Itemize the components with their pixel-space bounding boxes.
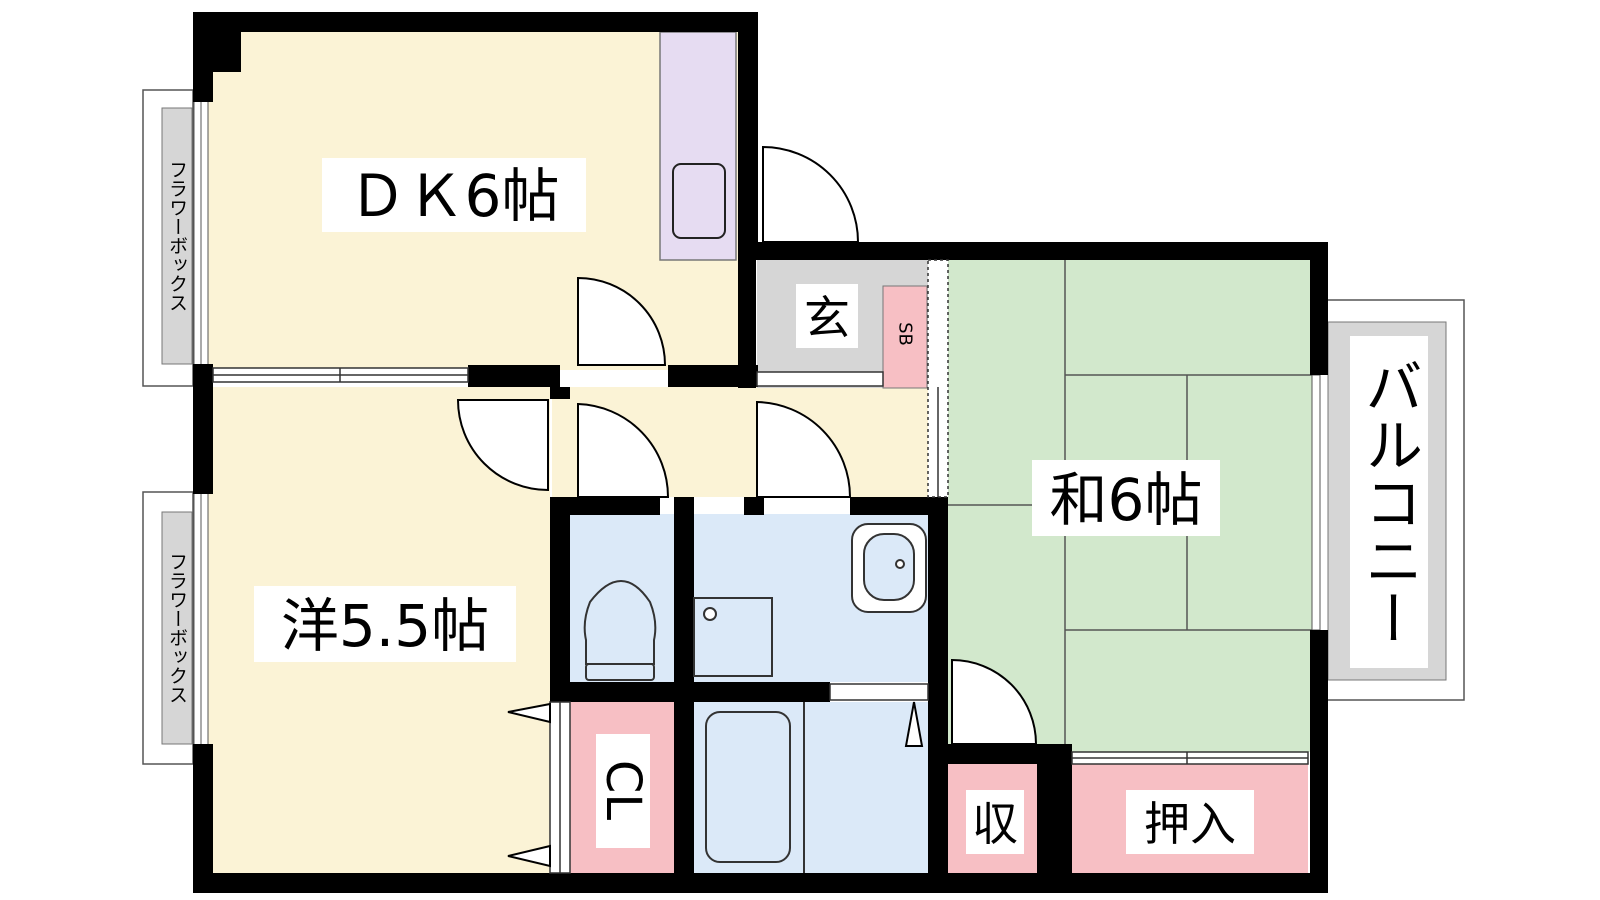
western-label: 洋5.5帖 (281, 592, 489, 660)
flower-box-bottom (142, 491, 209, 765)
walls (193, 12, 1328, 893)
flower-box-top-label: フラワーボックス (166, 160, 188, 312)
door-western (456, 399, 549, 492)
balcony (1311, 299, 1465, 701)
door-toilet (577, 402, 670, 498)
storage-label: 収 (972, 797, 1018, 851)
door-washroom (756, 400, 852, 498)
japanese-label: 和6帖 (1050, 466, 1203, 534)
door-closet-top (507, 702, 551, 724)
door-bath (904, 701, 924, 747)
door-closet-bottom (507, 844, 551, 868)
balcony-label: バルコニー (1355, 357, 1423, 647)
doors (456, 145, 1038, 868)
flower-box-bottom-label: フラワーボックス (166, 552, 188, 704)
oshiire-label: 押入 (1144, 797, 1236, 851)
sink (672, 163, 726, 239)
closet-label: CL (595, 760, 651, 821)
toilet (583, 580, 657, 665)
fixtures (583, 523, 927, 873)
dk-label: ＤＫ6帖 (349, 162, 560, 230)
shoe-box (882, 285, 928, 389)
door-storage (951, 658, 1038, 745)
shoe-box-label: SB (895, 322, 916, 346)
door-front (762, 145, 860, 243)
bathtub (705, 711, 791, 863)
labels: ＤＫ6帖 洋5.5帖 和6帖 玄 SB CL 収 押入 フラワーボックス フラワ… (166, 158, 1423, 854)
flower-box-top (142, 89, 209, 387)
openings (212, 259, 1309, 874)
entrance-label: 玄 (804, 291, 850, 345)
door-dk (577, 276, 667, 366)
